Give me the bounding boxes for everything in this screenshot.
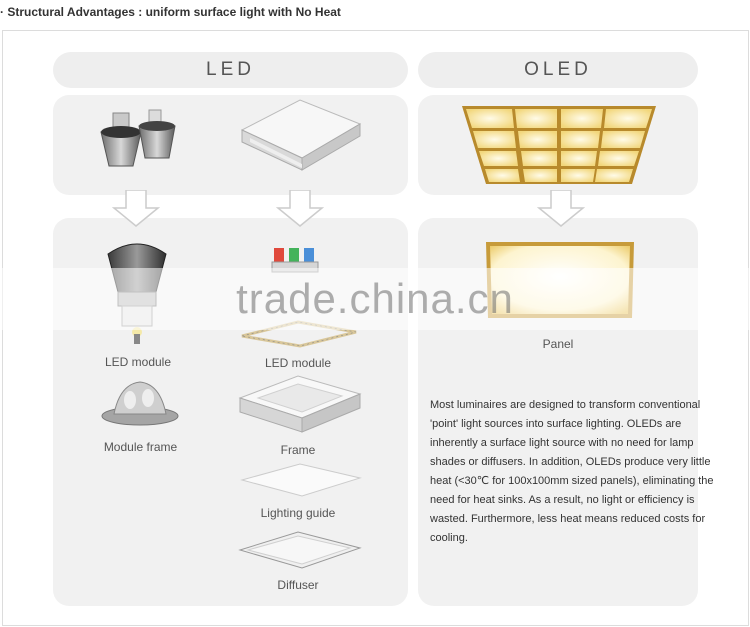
oled-description: Most luminaires are designed to transfor… xyxy=(430,399,714,544)
panel-label: Panel xyxy=(542,337,574,351)
arrow-down-icon xyxy=(537,190,585,227)
diffuser-image xyxy=(238,531,362,569)
page-heading: · Structural Advantages : uniform surfac… xyxy=(0,5,341,19)
led-bulbs-image xyxy=(100,109,176,167)
oled-title: OLED xyxy=(418,52,698,88)
module-frame-label: Module frame xyxy=(103,440,178,454)
frame-image xyxy=(238,375,362,433)
oled-grid-image xyxy=(462,106,656,184)
led-ceiling-panel-image xyxy=(240,99,362,171)
frame-label: Frame xyxy=(280,443,316,457)
watermark: trade.china.cn xyxy=(0,268,750,330)
arrow-down-icon xyxy=(112,190,160,227)
diffuser-label: Diffuser xyxy=(277,578,319,592)
module-frame-image xyxy=(101,381,179,426)
lighting-guide-image xyxy=(240,463,362,497)
led-module-label: LED module xyxy=(104,355,172,369)
arrow-down-icon xyxy=(276,190,324,227)
lighting-guide-label: Lighting guide xyxy=(260,506,336,520)
led-title: LED xyxy=(53,52,408,88)
led-module-label: LED module xyxy=(264,356,332,370)
